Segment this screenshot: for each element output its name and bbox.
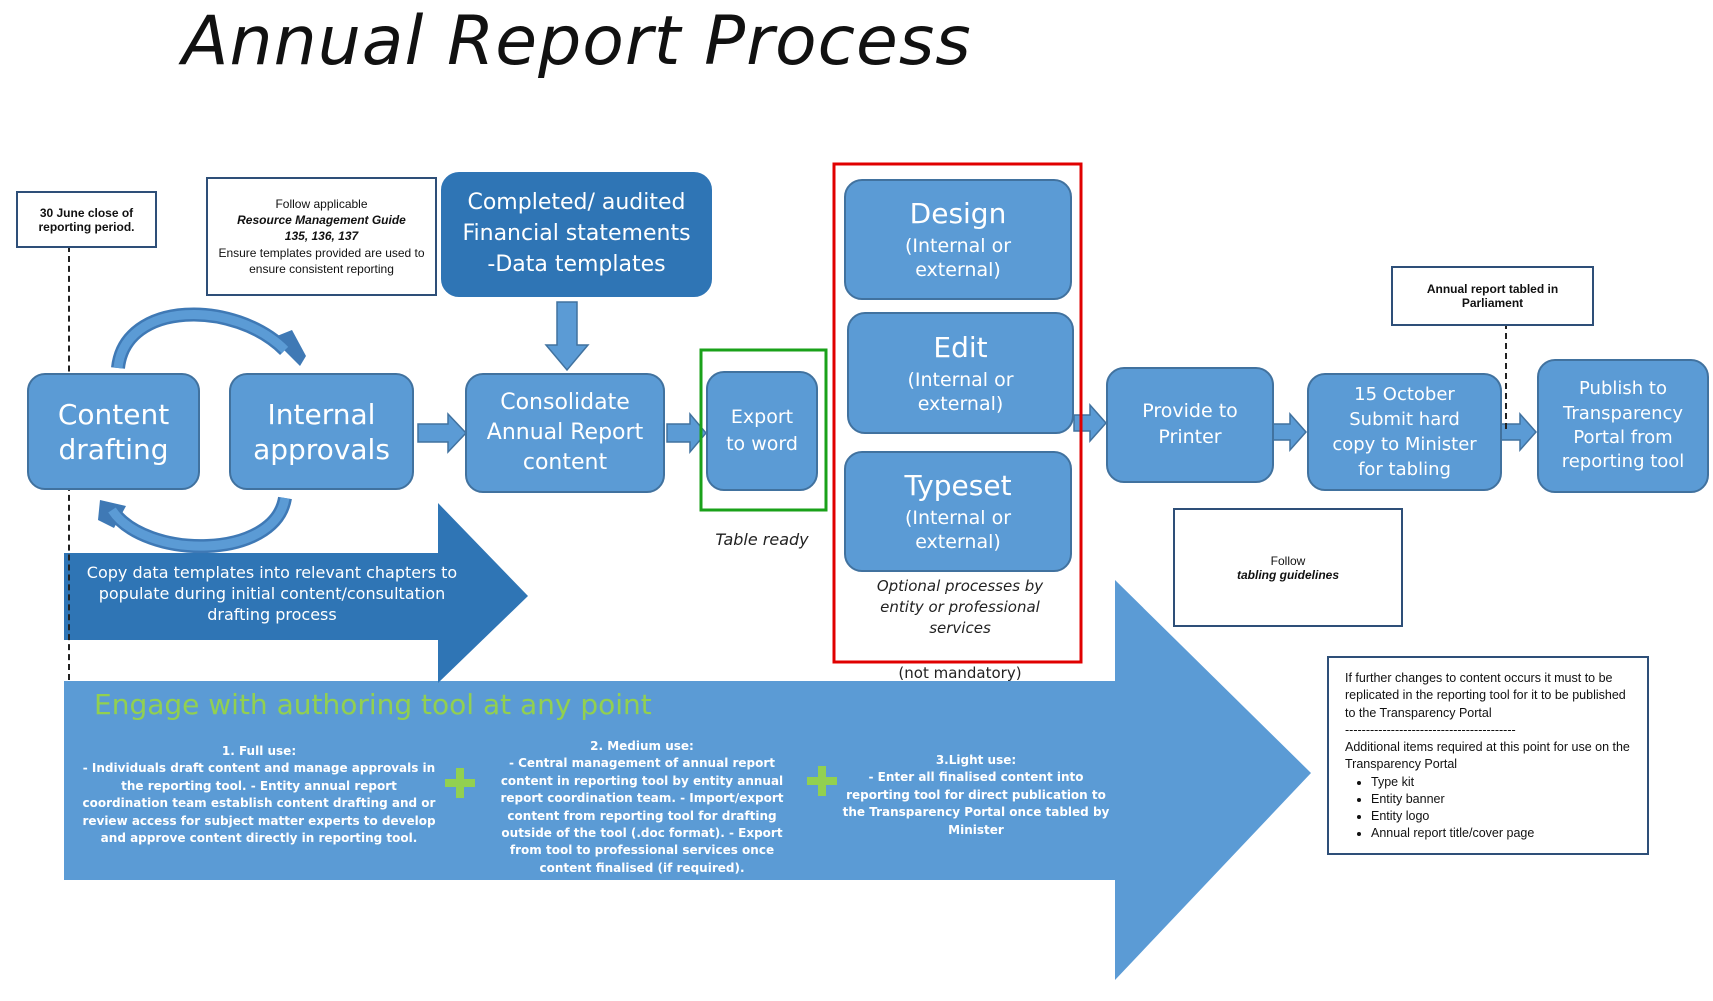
export-frame bbox=[699, 348, 828, 512]
arrow-submit-to-publish bbox=[1499, 412, 1538, 452]
step-edit-sub: (Internal or external) bbox=[907, 368, 1014, 415]
full-use-title: 1. Full use: bbox=[221, 744, 297, 758]
full-use-block: 1. Full use: - Individuals draft content… bbox=[80, 743, 438, 847]
arrow-consolidate-to-export bbox=[666, 411, 707, 455]
optional-processes-frame bbox=[832, 162, 1083, 664]
guide-note-line-4: Ensure templates provided are used to en… bbox=[218, 245, 425, 276]
page-title: Annual Report Process bbox=[182, 2, 972, 81]
changes-line-1: If further changes to content occurs it … bbox=[1345, 671, 1626, 720]
light-use-title: 3.Light use: bbox=[935, 753, 1017, 767]
step-typeset-sub: (Internal or external) bbox=[904, 507, 1012, 553]
step-printer-label: Provide to Printer bbox=[1142, 400, 1238, 448]
step-internal-approvals: Internal approvals bbox=[229, 373, 414, 490]
tabled-text: Annual report tabled in Parliament bbox=[1426, 282, 1559, 310]
step-provide-printer: Provide to Printer bbox=[1106, 367, 1274, 483]
full-use-body: - Individuals draft content and manage a… bbox=[82, 761, 436, 845]
changes-item: Annual report title/cover page bbox=[1371, 825, 1631, 842]
tabling-line-2: tabling guidelines bbox=[1236, 567, 1339, 582]
changes-line-2: Additional items required at this point … bbox=[1345, 740, 1630, 772]
guide-note-line-1: Follow applicable bbox=[275, 197, 368, 212]
step-consolidate: Consolidate Annual Report content bbox=[465, 373, 665, 493]
tabled-note: Annual report tabled in Parliament bbox=[1391, 266, 1594, 326]
changes-item: Type kit bbox=[1371, 774, 1631, 791]
changes-items-list: Type kit Entity banner Entity logo Annua… bbox=[1345, 774, 1631, 843]
tabling-guidelines-note: Follow tabling guidelines bbox=[1173, 508, 1403, 627]
close-period-note: 30 June close of reporting period. bbox=[16, 191, 157, 248]
arrow-frame-to-printer bbox=[1073, 403, 1108, 443]
curve-arrow-bottom bbox=[106, 496, 292, 553]
step-internal-approvals-label: Internal approvals bbox=[253, 397, 390, 466]
arrow-printer-to-submit bbox=[1270, 412, 1308, 452]
copy-arrow-shape bbox=[64, 503, 528, 683]
arrow-approvals-to-consolidate bbox=[417, 412, 468, 454]
changes-item: Entity banner bbox=[1371, 791, 1631, 808]
engage-arrow-shape bbox=[64, 580, 1311, 980]
arrow-financial-down bbox=[544, 301, 590, 372]
medium-use-title: 2. Medium use: bbox=[590, 739, 694, 753]
step-content-drafting-label: Content drafting bbox=[57, 397, 170, 466]
light-use-body: - Enter all finalised content into repor… bbox=[842, 770, 1110, 837]
engage-heading: Engage with authoring tool at any point bbox=[94, 688, 652, 721]
guide-note-line-3: 135, 136, 137 bbox=[284, 229, 359, 244]
step-export-label: Export to word bbox=[726, 406, 798, 455]
not-mandatory-label: (not mandatory) bbox=[898, 664, 1022, 682]
step-consolidate-label: Consolidate Annual Report content bbox=[486, 390, 644, 475]
medium-use-body: - Central management of annual report co… bbox=[500, 756, 784, 875]
medium-use-block: 2. Medium use: - Central management of a… bbox=[484, 738, 800, 877]
step-export-word: Export to word bbox=[706, 371, 818, 491]
step-typeset: Typeset (Internal or external) bbox=[844, 451, 1072, 572]
optional-processes-label: Optional processes by entity or professi… bbox=[876, 577, 1044, 637]
further-changes-note: If further changes to content occurs it … bbox=[1327, 656, 1649, 855]
light-use-block: 3.Light use: - Enter all finalised conte… bbox=[842, 752, 1110, 839]
table-ready-label: Table ready bbox=[715, 530, 809, 549]
step-financial-statements: Completed/ audited Financial statements … bbox=[441, 172, 712, 297]
close-period-text: 30 June close of reporting period. bbox=[38, 205, 135, 234]
changes-divider: ----------------------------------------… bbox=[1345, 722, 1516, 737]
plus-icon-1 bbox=[445, 768, 475, 798]
step-publish-label: Publish to Transparency Portal from repo… bbox=[1561, 378, 1685, 473]
step-publish-portal: Publish to Transparency Portal from repo… bbox=[1537, 359, 1709, 493]
step-design-label: Design bbox=[909, 197, 1007, 231]
step-typeset-label: Typeset bbox=[904, 469, 1012, 503]
dashed-line-tabled bbox=[1505, 303, 1507, 429]
copy-arrow-text: Copy data templates into relevant chapte… bbox=[86, 563, 458, 624]
step-design: Design (Internal or external) bbox=[844, 179, 1072, 300]
step-content-drafting: Content drafting bbox=[27, 373, 200, 490]
step-edit: Edit (Internal or external) bbox=[847, 312, 1074, 434]
step-submit-label: 15 October Submit hard copy to Minister … bbox=[1332, 383, 1477, 481]
step-design-sub: (Internal or external) bbox=[904, 235, 1012, 281]
guide-note-line-2: Resource Management Guide bbox=[237, 213, 406, 228]
plus-icon-2 bbox=[807, 766, 837, 796]
changes-item: Entity logo bbox=[1371, 808, 1631, 825]
step-financial-label: Completed/ audited Financial statements … bbox=[462, 190, 691, 277]
step-submit-minister: 15 October Submit hard copy to Minister … bbox=[1307, 373, 1502, 491]
step-edit-label: Edit bbox=[933, 330, 988, 364]
guide-note: Follow applicable Resource Management Gu… bbox=[206, 177, 437, 296]
tabling-line-1: Follow bbox=[1270, 553, 1306, 568]
